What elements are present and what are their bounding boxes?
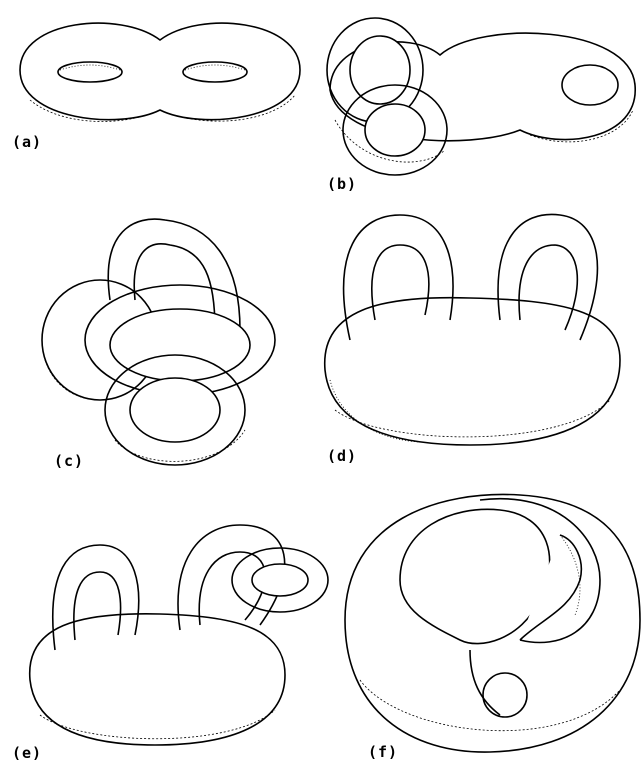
panel-c-drawing: [42, 219, 275, 465]
panel-label-f: (f): [368, 743, 398, 761]
panel-d-drawing: [325, 214, 620, 445]
panel-label-b: (b): [327, 175, 357, 193]
panel-a-drawing: [20, 23, 300, 121]
panel-f-drawing: [345, 494, 640, 752]
panel-label-a: (a): [12, 133, 42, 151]
panel-b-drawing: [327, 18, 635, 175]
panel-label-d: (d): [327, 447, 357, 465]
panel-label-e: (e): [12, 744, 42, 762]
panel-e-drawing: [30, 525, 328, 745]
panel-label-c: (c): [54, 452, 84, 470]
